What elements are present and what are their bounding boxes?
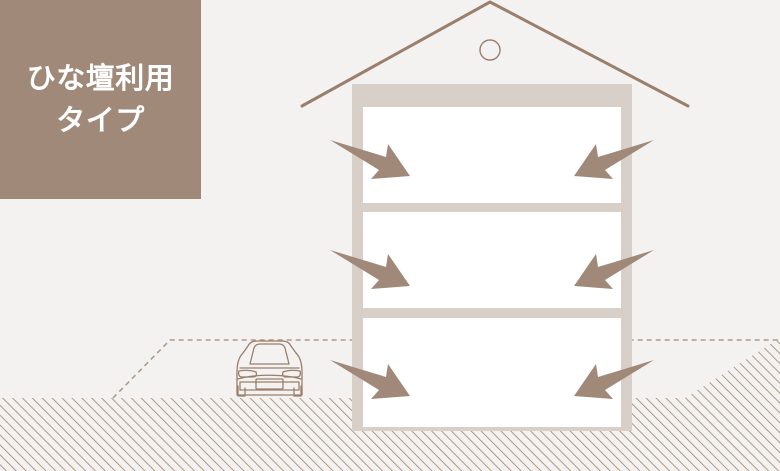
car-wheel-right: [293, 385, 302, 397]
car-body-outline: [236, 340, 303, 396]
gable-roof-group: [300, 0, 690, 108]
sunlight-arrows-group: [330, 140, 654, 399]
car-bumper: [239, 381, 300, 391]
multi-story-building: [352, 84, 632, 431]
sunlight-arrow-right-row3: [574, 360, 654, 399]
type-label-line-1: ひな壇利用: [26, 61, 175, 96]
gable-roof-line: [300, 0, 690, 108]
round-attic-window-icon: [479, 39, 501, 61]
type-label-badge: ひな壇利用 タイプ: [0, 0, 201, 199]
car-windshield: [249, 343, 290, 365]
building-floor-2-panel: [363, 212, 621, 308]
building-floor-3-panel: [363, 107, 621, 203]
car-license-plate: [255, 378, 284, 390]
car-grille: [237, 374, 302, 380]
type-label-line-2: タイプ: [56, 102, 145, 137]
sunlight-arrow-right-row1: [574, 140, 654, 179]
building-floor-1-panel: [363, 318, 621, 427]
sunlight-arrow-right-row2: [574, 250, 654, 289]
sunlight-arrow-left-row1: [330, 140, 410, 179]
sunlight-arrow-left-row3: [330, 360, 410, 399]
sunlight-arrow-left-row2: [330, 250, 410, 289]
car-wheel-left: [237, 385, 246, 397]
parked-car-front-view: [236, 340, 303, 397]
